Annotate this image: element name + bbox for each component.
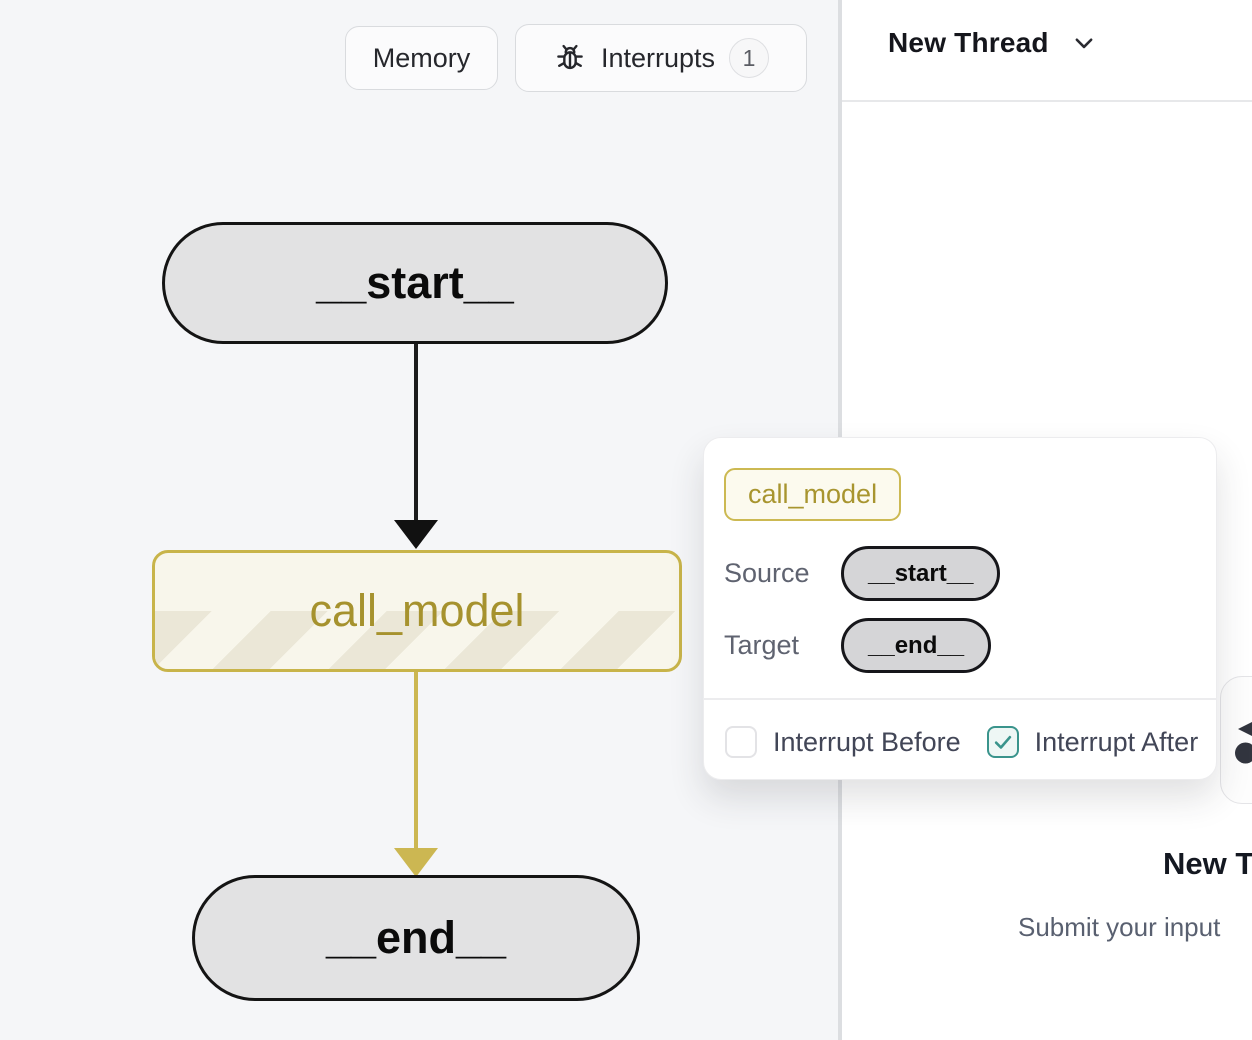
chevron-down-icon (1071, 30, 1097, 56)
node-end-label: __end__ (325, 912, 507, 963)
graph-node-call-model[interactable]: call_model (152, 550, 682, 672)
bug-icon (553, 41, 587, 75)
empty-state-subtitle: Submit your input (1018, 912, 1221, 942)
target-row: Target __end__ (724, 618, 992, 673)
edge-arrowhead-olive (394, 848, 438, 877)
memory-button-label: Memory (372, 42, 471, 73)
memory-button[interactable]: Memory (345, 26, 498, 90)
source-label: Source (724, 558, 810, 588)
source-node-pill[interactable]: __start__ (841, 546, 1001, 601)
interrupt-before-checkbox[interactable]: Interrupt Before (725, 726, 961, 758)
graph-node-start[interactable]: __start__ (162, 222, 668, 344)
popup-node-badge[interactable]: call_model (724, 468, 902, 521)
interrupt-hatch-pattern (155, 611, 679, 669)
checkbox-checked-icon[interactable] (986, 726, 1019, 758)
interrupts-button[interactable]: Interrupts 1 (515, 24, 807, 92)
graph-canvas[interactable]: Memory Interrupts 1 __start__ cal (0, 0, 838, 1040)
interrupts-button-label: Interrupts (600, 42, 716, 73)
edge-callmodel-to-end (414, 672, 418, 850)
edge-arrowhead-black (394, 520, 438, 549)
thread-title: New Thread (888, 27, 1049, 58)
popup-footer: Interrupt Before Interrupt After (725, 726, 1198, 758)
node-detail-popup: call_model Source __start__ Target __end… (703, 437, 1217, 780)
interrupt-after-label: Interrupt After (1034, 726, 1199, 757)
node-call-model-label: call_model (309, 585, 525, 636)
interrupt-after-checkbox[interactable]: Interrupt After (986, 726, 1199, 758)
thread-selector[interactable]: New Thread (888, 27, 1097, 59)
popup-footer-divider (704, 698, 1216, 700)
interrupts-count-badge: 1 (729, 38, 770, 78)
empty-state-title: New Thread (1163, 846, 1252, 881)
target-label: Target (724, 630, 800, 660)
checkbox-unchecked-icon[interactable] (725, 726, 757, 758)
node-start-label: __start__ (316, 257, 514, 308)
edge-start-to-callmodel (414, 344, 418, 522)
header-divider (842, 100, 1252, 102)
graph-mode-button[interactable] (1220, 676, 1252, 804)
graph-node-end[interactable]: __end__ (192, 875, 640, 1001)
interrupt-before-label: Interrupt Before (773, 726, 961, 757)
target-node-pill[interactable]: __end__ (841, 618, 992, 673)
source-row: Source __start__ (724, 546, 1001, 601)
